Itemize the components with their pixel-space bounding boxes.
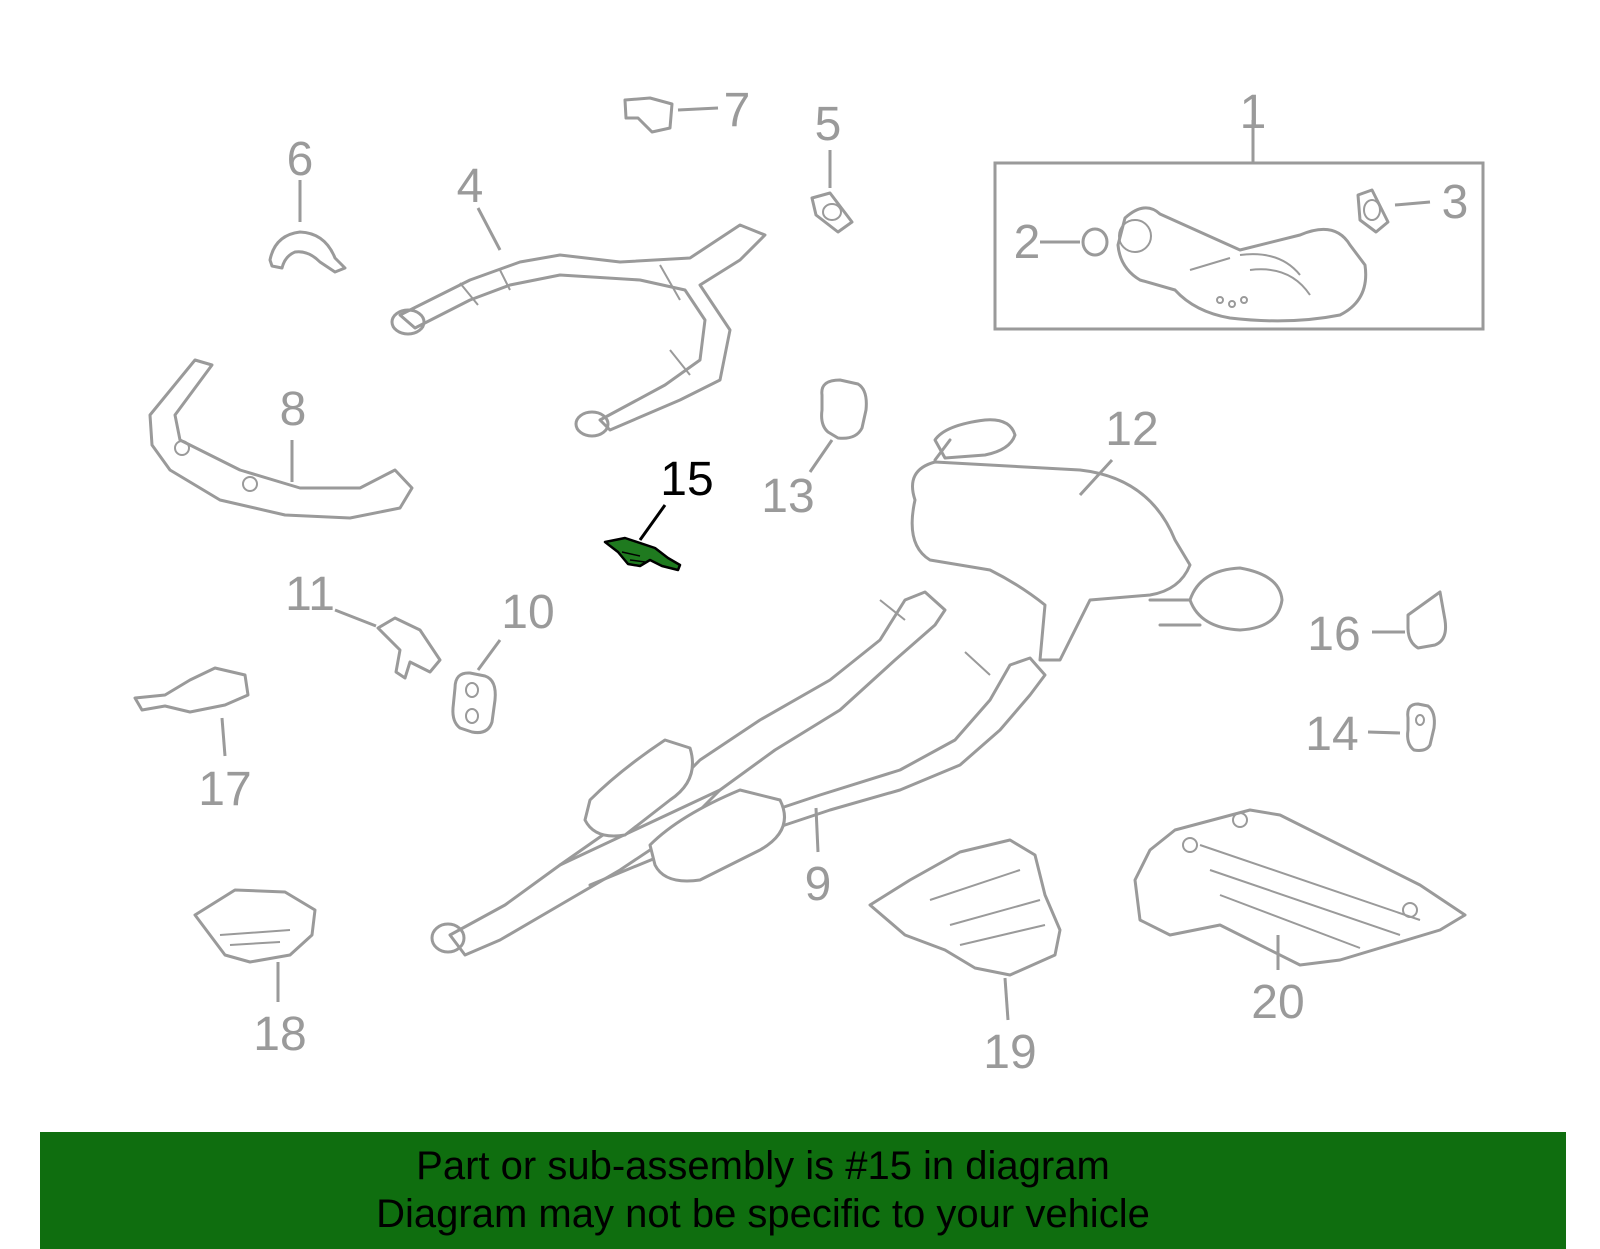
callout-19-leader <box>1003 977 1010 1021</box>
part-18-heat-shield[interactable] <box>193 888 317 964</box>
callout-12-leader <box>1078 458 1114 497</box>
callout-14: 14 <box>1305 708 1358 761</box>
part-13-bushing[interactable] <box>820 378 868 440</box>
part-7-clip[interactable] <box>623 96 674 134</box>
part-15-highlighted-bracket[interactable] <box>603 536 682 572</box>
callout-19: 19 <box>983 1026 1036 1079</box>
part-16-bracket[interactable] <box>1406 590 1447 650</box>
part-3-gasket[interactable] <box>1356 188 1390 234</box>
banner-line-part-number: Part or sub-assembly is #15 in diagram <box>416 1144 1110 1188</box>
callout-16: 16 <box>1307 608 1360 661</box>
callout-17: 17 <box>198 763 251 816</box>
callout-9: 9 <box>805 858 832 911</box>
part-5-gasket[interactable] <box>810 191 854 234</box>
callout-12: 12 <box>1105 403 1158 456</box>
part-4-front-pipe[interactable] <box>390 223 767 438</box>
callout-6: 6 <box>287 133 314 186</box>
part-9-center-pipe[interactable] <box>430 590 1047 957</box>
part-11-bracket[interactable] <box>376 616 442 680</box>
callout-11-leader <box>334 608 377 628</box>
banner-line-disclaimer: Diagram may not be specific to your vehi… <box>376 1192 1150 1236</box>
part-8-crossmember[interactable] <box>148 358 414 520</box>
part-6-bracket[interactable] <box>268 230 347 274</box>
part-2-gasket-ring[interactable] <box>1081 227 1109 257</box>
callout-14-leader <box>1367 730 1401 735</box>
info-banner: Part or sub-assembly is #15 in diagram D… <box>40 1132 1566 1249</box>
callout-7: 7 <box>724 84 751 137</box>
part-20-heat-shield[interactable] <box>1133 808 1467 967</box>
callout-13: 13 <box>761 470 814 523</box>
callout-1: 1 <box>1240 86 1267 139</box>
callout-9-leader <box>814 807 820 853</box>
callout-4-leader <box>476 207 502 251</box>
part-12-muffler[interactable] <box>910 418 1284 662</box>
callout-10-leader <box>476 639 502 671</box>
callout-8: 8 <box>280 383 307 436</box>
callout-2: 2 <box>1014 216 1041 269</box>
callout-11: 11 <box>285 568 335 621</box>
part-17-heat-shield[interactable] <box>133 666 250 714</box>
callout-3-leader <box>1394 200 1431 207</box>
callout-10: 10 <box>501 586 554 639</box>
callout-3: 3 <box>1442 176 1469 229</box>
part-14-hanger[interactable] <box>1406 702 1436 752</box>
callout-18: 18 <box>253 1008 306 1061</box>
callout-15-highlighted: 15 <box>660 453 713 506</box>
callout-20: 20 <box>1251 976 1304 1029</box>
part-10-hanger[interactable] <box>451 671 497 734</box>
callout-5: 5 <box>815 98 842 151</box>
callout-17-leader <box>220 717 227 757</box>
callout-15-leader <box>638 504 667 541</box>
callout-13-leader <box>808 439 834 473</box>
part-1-assembly[interactable] <box>993 161 1485 331</box>
callout-7-leader <box>677 106 719 112</box>
callout-4: 4 <box>457 160 484 213</box>
part-19-heat-shield[interactable] <box>868 838 1062 977</box>
